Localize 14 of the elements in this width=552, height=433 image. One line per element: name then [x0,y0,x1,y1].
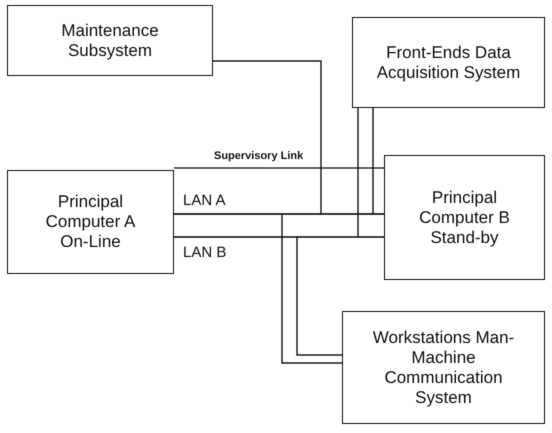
box-text: Front-Ends Data Acquisition System [376,42,522,82]
system-box [342,311,545,424]
system-box [384,155,545,280]
box-text: Workstations Man-Machine Communication System [372,328,516,408]
connector-line [281,213,384,364]
system-box [352,17,545,108]
system-box [7,170,174,274]
connector-line [296,236,384,356]
connector-line [174,167,384,169]
system-box [7,5,213,76]
box-text: Principal Computer B Stand-by [418,188,511,248]
edge-label: Supervisory Link [214,150,304,162]
box-text: Maintenance Subsystem [60,20,160,60]
box-text: Principal Computer A On-Line [44,192,136,252]
